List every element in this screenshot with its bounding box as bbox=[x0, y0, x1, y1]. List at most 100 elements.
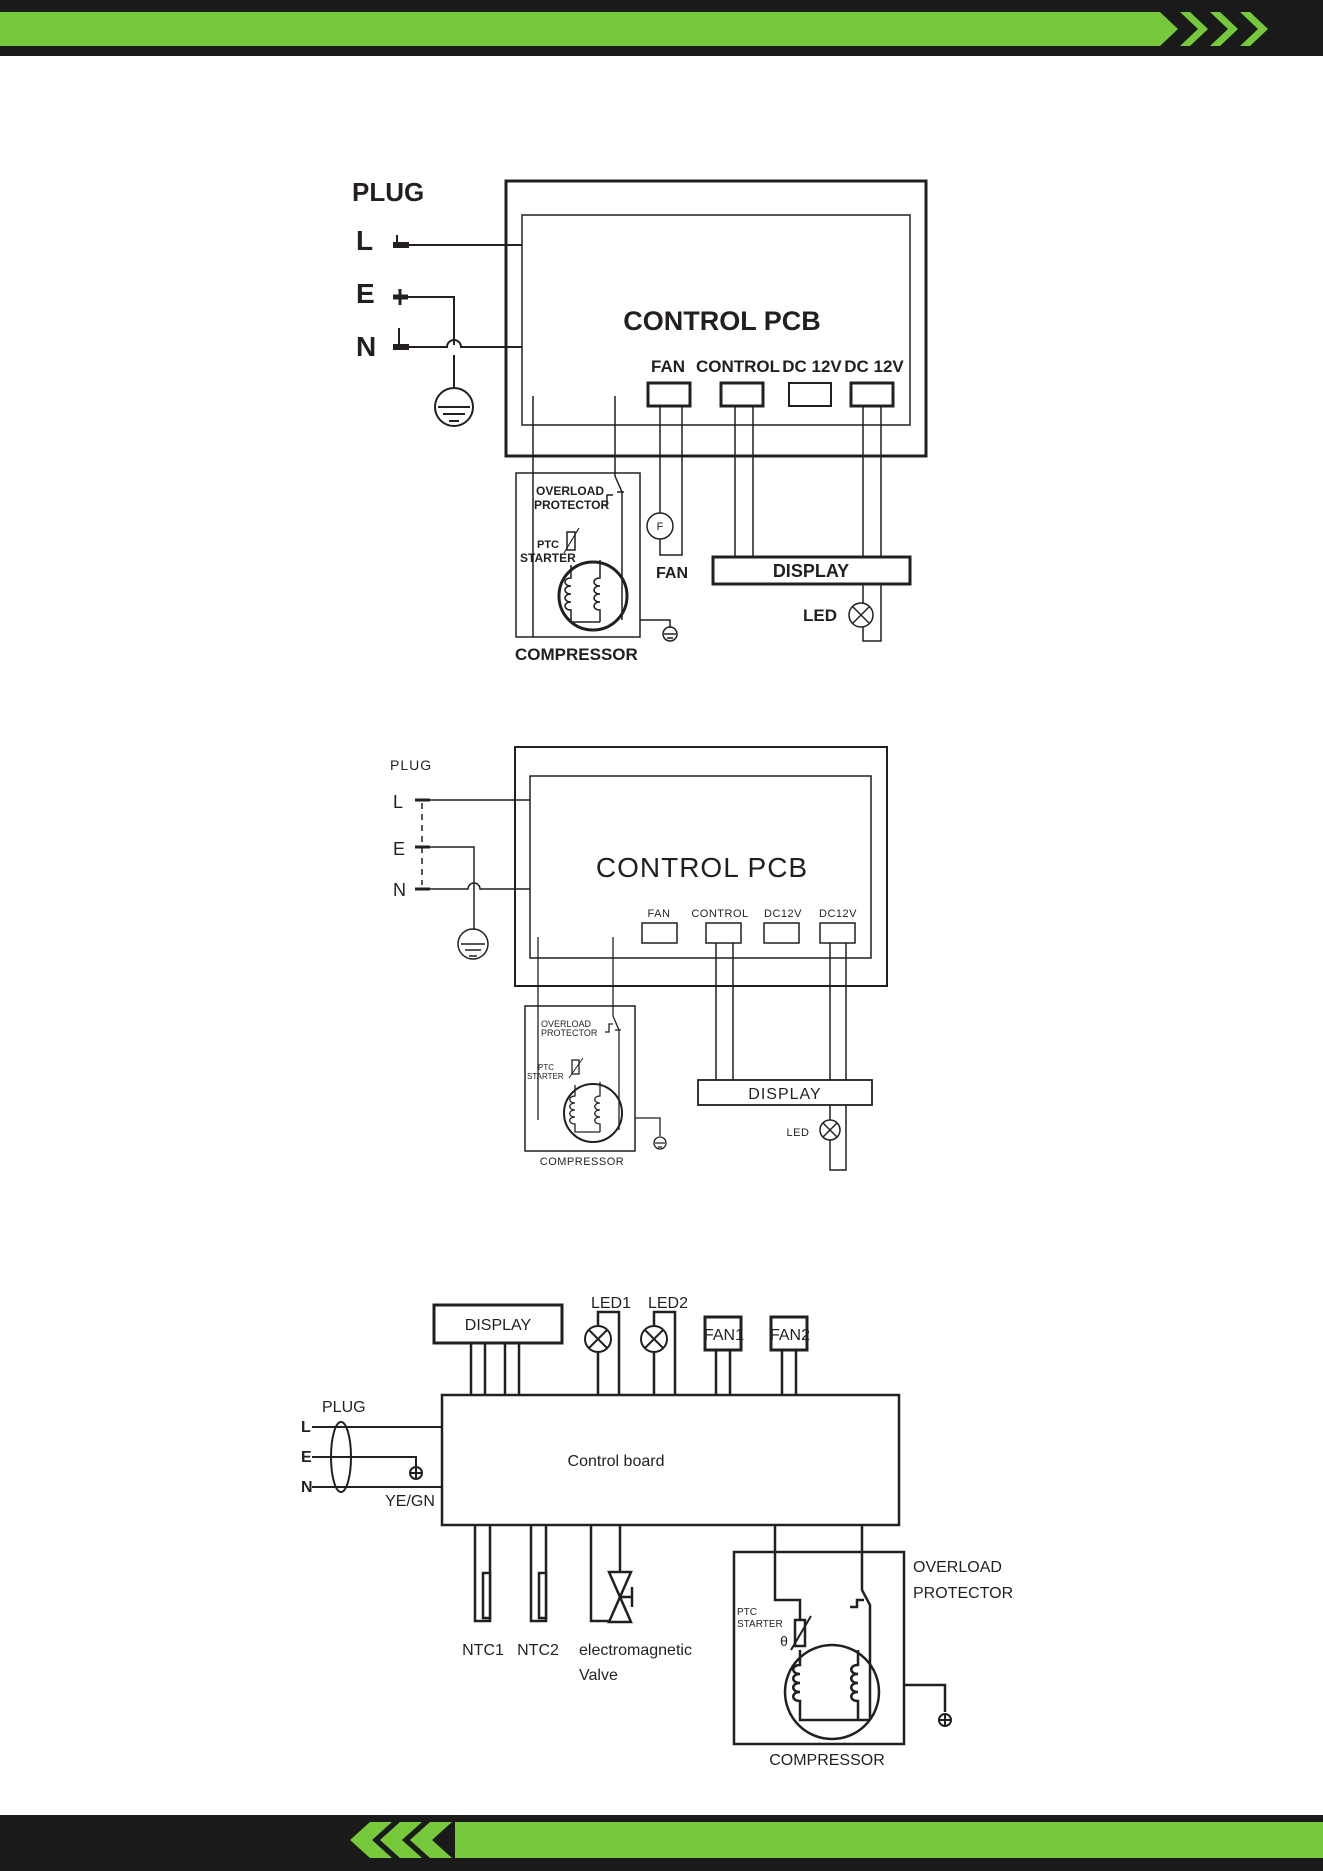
compressor-motor bbox=[563, 1083, 623, 1143]
ground-icon bbox=[434, 387, 474, 427]
plug-wiring bbox=[393, 235, 522, 388]
control-port bbox=[705, 922, 742, 944]
top-connections bbox=[469, 1310, 798, 1395]
fan1-motor bbox=[703, 1315, 743, 1352]
compressor-motor bbox=[557, 560, 629, 632]
fan-port bbox=[646, 381, 692, 408]
lamp-icon bbox=[640, 1325, 668, 1353]
display-module bbox=[697, 1079, 873, 1106]
display-module bbox=[711, 555, 912, 586]
led1-label: LED1 bbox=[591, 1295, 631, 1312]
ground-icon bbox=[457, 928, 489, 960]
ntc1-label: NTC1 bbox=[462, 1642, 504, 1659]
starter-label: STARTER bbox=[737, 1619, 783, 1630]
chevron-left-icon bbox=[350, 1822, 452, 1858]
plug-wiring bbox=[415, 798, 530, 930]
pcb-title: CONTROL PCB bbox=[623, 306, 821, 336]
ntc-thermistor-icon bbox=[473, 1525, 492, 1623]
earth-terminal-label: E bbox=[356, 278, 375, 309]
valve-label-line2: Valve bbox=[579, 1667, 618, 1684]
control-pcb: CONTROL PCB FAN CONTROL DC 12V DC 12V bbox=[504, 179, 928, 458]
earth-terminal-label: E bbox=[393, 839, 405, 859]
starter-label: STARTER bbox=[520, 551, 576, 565]
wiring-diagram-2: PLUG L E N CONTROL PCB FAN CONTROL DC12V… bbox=[390, 746, 888, 1171]
plug-label: PLUG bbox=[322, 1399, 366, 1416]
dc12v-port-label-a: DC 12V bbox=[782, 357, 842, 376]
starter-label: STARTER bbox=[527, 1072, 564, 1081]
fan-port bbox=[641, 922, 678, 944]
valve-label-line1: electromagnetic bbox=[579, 1642, 692, 1659]
line-terminal-label: L bbox=[301, 1419, 311, 1436]
led-label: LED bbox=[787, 1127, 810, 1139]
dc12v-port-b bbox=[849, 381, 895, 408]
compressor-label: COMPRESSOR bbox=[515, 645, 638, 664]
neutral-terminal-label: N bbox=[393, 880, 406, 900]
control-board bbox=[440, 1393, 901, 1527]
yegn-label: YE/GN bbox=[385, 1493, 435, 1510]
protector-label: PROTECTOR bbox=[913, 1585, 1013, 1602]
fan2-label: FAN2 bbox=[770, 1327, 810, 1344]
pcb-title: CONTROL PCB bbox=[596, 852, 808, 883]
ground-icon bbox=[653, 1136, 667, 1150]
fan1-label: FAN1 bbox=[704, 1327, 744, 1344]
neutral-terminal-label: N bbox=[301, 1479, 313, 1496]
display-module bbox=[432, 1303, 564, 1345]
protector-label: PROTECTOR bbox=[541, 1028, 598, 1038]
plug-label: PLUG bbox=[352, 177, 424, 207]
ground-icon bbox=[938, 1713, 952, 1727]
dc12v-port-a bbox=[763, 922, 800, 944]
led2-label: LED2 bbox=[648, 1295, 688, 1312]
footer-band bbox=[0, 1815, 1323, 1871]
control-port bbox=[719, 381, 765, 408]
dc12v-port-label-b: DC 12V bbox=[844, 357, 904, 376]
overload-label: OVERLOAD bbox=[541, 1019, 592, 1029]
compressor-block: OVERLOAD PROTECTOR PTC STARTER COMPRESSO… bbox=[524, 937, 667, 1168]
lamp-icon bbox=[819, 1119, 841, 1141]
lamp-icon bbox=[584, 1325, 612, 1353]
dc12v-port-label-a: DC12V bbox=[764, 908, 802, 920]
line-terminal-label: L bbox=[393, 792, 403, 812]
solenoid-valve-icon bbox=[589, 1525, 634, 1624]
plug-wiring bbox=[312, 1421, 442, 1493]
fan2-motor bbox=[769, 1315, 809, 1352]
dc12v-port-a bbox=[788, 382, 832, 407]
dc12v-port-b bbox=[819, 922, 856, 944]
display-circuit bbox=[734, 406, 882, 642]
control-pcb: CONTROL PCB FAN CONTROL DC12V DC12V bbox=[514, 746, 888, 987]
ptc-label: PTC bbox=[538, 1063, 554, 1072]
control-board-label: Control board bbox=[568, 1453, 665, 1470]
fan-port-label: FAN bbox=[651, 357, 685, 376]
display-label: DISPLAY bbox=[748, 1086, 821, 1103]
control-port-label: CONTROL bbox=[691, 908, 748, 920]
ntc-thermistor-icon bbox=[529, 1525, 548, 1623]
ground-icon bbox=[662, 626, 678, 642]
fan-motor-label: FAN bbox=[656, 565, 688, 582]
ptc-label: PTC bbox=[537, 539, 559, 551]
led-label: LED bbox=[803, 606, 837, 625]
fan-motor-symbol: F bbox=[657, 521, 664, 533]
fan-circuit bbox=[646, 406, 683, 556]
wiring-diagram-3: DISPLAY LED1 LED2 FAN1 FAN2 Control boar… bbox=[301, 1295, 1013, 1769]
display-label: DISPLAY bbox=[465, 1317, 532, 1334]
protector-label: PROTECTOR bbox=[534, 498, 609, 512]
line-terminal-label: L bbox=[356, 225, 373, 256]
compressor-motor bbox=[783, 1643, 881, 1741]
ntc2-label: NTC2 bbox=[517, 1642, 559, 1659]
compressor-block: OVERLOAD PROTECTOR PTC STARTER COMPRESSO… bbox=[515, 396, 678, 664]
fan-port-label: FAN bbox=[648, 908, 671, 920]
lamp-icon bbox=[848, 602, 874, 628]
ptc-label: PTC bbox=[737, 1607, 757, 1618]
dc12v-port-label-b: DC12V bbox=[819, 908, 857, 920]
overload-label: OVERLOAD bbox=[536, 484, 604, 498]
chevron-right-icon bbox=[1160, 12, 1288, 46]
control-port-label: CONTROL bbox=[696, 357, 780, 376]
earth-terminal-label: E bbox=[301, 1449, 312, 1466]
overload-label: OVERLOAD bbox=[913, 1559, 1002, 1576]
display-label: DISPLAY bbox=[773, 561, 849, 581]
header-band bbox=[0, 0, 1323, 56]
compressor-block: OVERLOAD PROTECTOR PTC STARTER θ COMPRES… bbox=[732, 1525, 1013, 1769]
ground-icon bbox=[409, 1466, 423, 1480]
compressor-label: COMPRESSOR bbox=[540, 1156, 624, 1168]
ptc-theta-symbol: θ bbox=[780, 1633, 788, 1649]
